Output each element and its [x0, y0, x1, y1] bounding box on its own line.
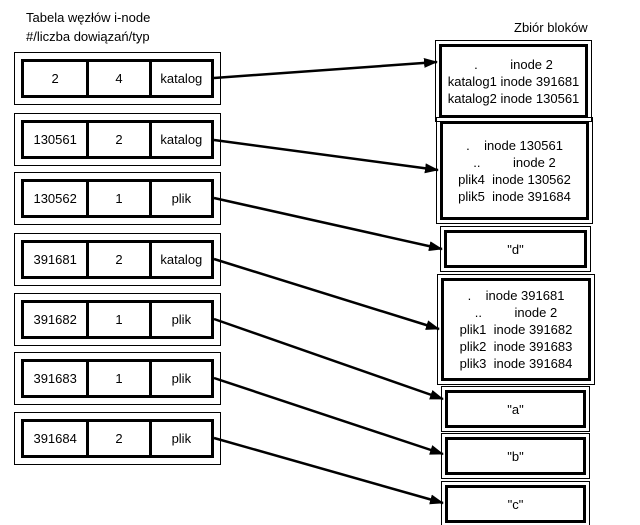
arrow-inode391681-to-dir — [213, 257, 440, 331]
node-type: plik — [148, 182, 211, 215]
link-count: 1 — [86, 362, 148, 395]
blocks-title: Zbiór bloków — [514, 20, 588, 35]
arrow-inode2-to-rootdir — [213, 57, 438, 80]
inode-row-391681: 391681 2 katalog — [14, 233, 221, 286]
node-type: plik — [148, 362, 211, 395]
link-count: 2 — [86, 422, 148, 455]
file-content: "a" — [507, 401, 524, 417]
arrow-inode391684-to-file-c — [213, 436, 444, 505]
link-count: 2 — [86, 243, 148, 276]
node-type: katalog — [148, 243, 211, 276]
file-content: "d" — [507, 241, 524, 257]
file-content: "c" — [507, 496, 524, 512]
inode-table-title: Tabela węzłów i-node #/liczba dowiązań/t… — [26, 8, 150, 46]
inode-number: 391684 — [33, 431, 77, 446]
node-type: katalog — [148, 62, 211, 95]
node-type: katalog — [148, 123, 211, 156]
block-file-d: "d" — [440, 226, 591, 272]
inode-row-130561: 130561 2 katalog — [14, 113, 221, 166]
block-file-b: "b" — [441, 433, 590, 479]
link-count: 1 — [86, 303, 148, 336]
node-type: plik — [148, 303, 211, 336]
link-count: 4 — [86, 62, 148, 95]
inode-row-391683: 391683 1 plik — [14, 352, 221, 405]
inode-number: 2 — [51, 71, 59, 86]
inode-row-2: 2 4 katalog — [14, 52, 221, 105]
inode-number: 130562 — [33, 191, 77, 206]
directory-listing: . inode 130561 .. inode 2 plik4 inode 13… — [458, 137, 571, 204]
block-root-directory: . inode 2 katalog1 inode 391681 katalog2… — [435, 40, 592, 122]
inode-table-title-line1: Tabela węzłów i-node — [26, 10, 151, 25]
inode-number: 391682 — [33, 312, 77, 327]
inode-number: 391681 — [33, 252, 77, 267]
file-content: "b" — [507, 448, 524, 464]
inode-row-130562: 130562 1 plik — [14, 172, 221, 225]
block-file-a: "a" — [441, 386, 590, 432]
node-type: plik — [148, 422, 211, 455]
block-directory-391681: . inode 391681 .. inode 2 plik1 inode 39… — [437, 274, 595, 385]
inode-table-title-line2: #/liczba dowiązań/typ — [26, 29, 150, 44]
arrow-inode130561-to-dir — [213, 138, 439, 174]
block-file-c: "c" — [441, 481, 590, 525]
link-count: 1 — [86, 182, 148, 215]
inode-row-391682: 391682 1 plik — [14, 293, 221, 346]
directory-listing: . inode 2 katalog1 inode 391681 katalog2… — [447, 56, 580, 106]
arrow-inode130562-to-file-d — [213, 196, 443, 252]
arrow-inode391682-to-file-a — [213, 317, 444, 401]
inode-number: 391683 — [33, 371, 77, 386]
block-directory-130561: . inode 130561 .. inode 2 plik4 inode 13… — [436, 117, 593, 224]
arrow-inode391683-to-file-b — [213, 376, 444, 456]
inode-number: 130561 — [33, 132, 77, 147]
link-count: 2 — [86, 123, 148, 156]
directory-listing: . inode 391681 .. inode 2 plik1 inode 39… — [459, 288, 573, 371]
inode-row-391684: 391684 2 plik — [14, 412, 221, 465]
